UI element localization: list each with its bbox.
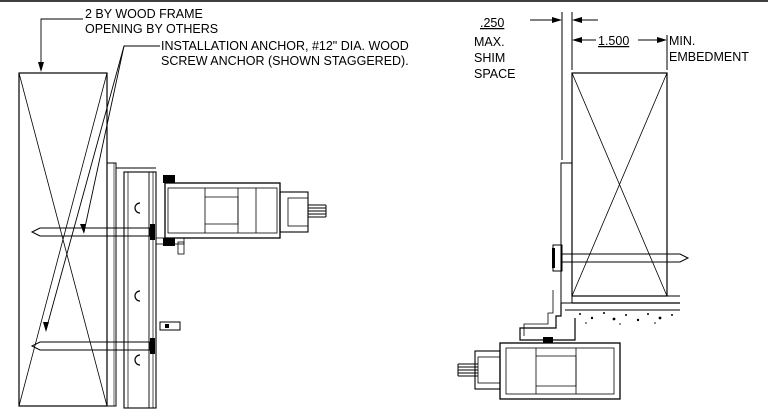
shim-label-line1: MAX. [474, 35, 505, 49]
shim-value: .250 [480, 16, 504, 30]
sash-section-right [457, 342, 621, 400]
shim-strip-right [560, 162, 573, 304]
embed-label-line1: MIN. [669, 34, 695, 48]
anchor-screw-lower [30, 338, 155, 354]
shim-label-line2: SHIM [474, 51, 505, 65]
sill-bracket [519, 290, 576, 343]
substrate [565, 295, 680, 325]
frame-label-line1: 2 BY WOOD FRAME [85, 7, 203, 21]
sash-section-left [163, 175, 327, 246]
leaders-left [38, 18, 160, 332]
anchor-label-line2: SCREW ANCHOR (SHOWN STAGGERED). [161, 54, 409, 68]
shim-strip-left [106, 162, 117, 407]
frame-label-line2: OPENING BY OTHERS [85, 22, 218, 36]
dimension-lines [530, 12, 668, 160]
window-frame-extrusion [116, 167, 185, 409]
anchor-label-line1: INSTALLATION ANCHOR, #12" DIA. WOOD [161, 39, 409, 53]
wood-frame-right [571, 72, 668, 297]
embed-value: 1.500 [598, 34, 629, 48]
wood-frame-left [18, 72, 108, 407]
embed-label-line2: EMBEDMENT [669, 50, 749, 64]
left-detail: 2 BY WOOD FRAME OPENING BY OTHERS INSTAL… [18, 7, 409, 409]
right-detail: .250 MAX. SHIM SPACE 1.500 MIN. EMBEDMEN… [457, 12, 749, 400]
shim-label-line3: SPACE [474, 67, 515, 81]
anchor-screw-upper [30, 224, 155, 240]
anchor-screw-right [552, 244, 690, 272]
